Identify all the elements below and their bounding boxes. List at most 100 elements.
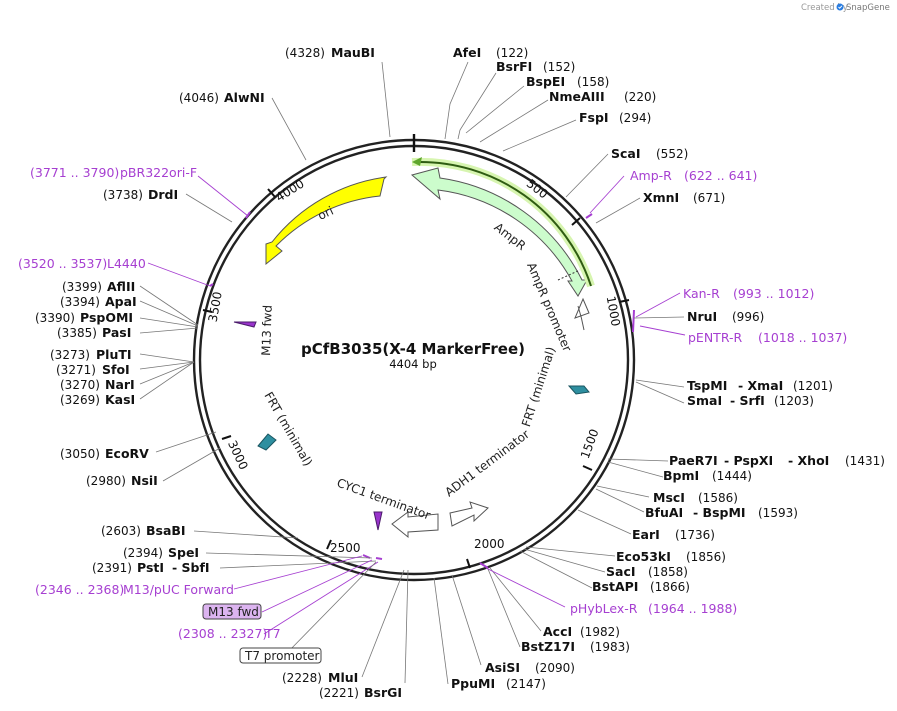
bspmi-name[interactable]: - BspMI [693, 505, 746, 520]
primer-leaders [147, 175, 686, 635]
primer-t7-name[interactable]: T7 [264, 626, 281, 641]
drdi-pos: (3738) [103, 188, 143, 202]
nrui-name[interactable]: NruI [687, 309, 717, 324]
nsii-pos: (2980) [86, 474, 126, 488]
pasi-pos: (3385) [57, 326, 97, 340]
bfuai-name[interactable]: BfuAI [645, 505, 683, 520]
primer-kanr-range: (993 .. 1012) [733, 286, 814, 301]
primer-arrowhead-icon [412, 157, 422, 166]
primer-pbr322-name[interactable]: pBR322ori-F [120, 165, 197, 180]
nari-name[interactable]: NarI [105, 377, 135, 392]
primer-m13puc-range: (2346 .. 2368) [35, 582, 124, 597]
nmeaiii-name[interactable]: NmeAIII [549, 89, 605, 104]
fspi-name[interactable]: FspI [579, 110, 609, 125]
primer-pentr-name[interactable]: pENTR-R [688, 330, 743, 345]
primer-ampr-name[interactable]: Amp-R [630, 168, 672, 183]
bstapi-name[interactable]: BstAPI [592, 579, 638, 594]
acci-name[interactable]: AccI [543, 624, 572, 639]
m13-left-feature[interactable] [233, 321, 257, 328]
ori-feature[interactable] [265, 176, 388, 266]
frt-right-feature[interactable] [567, 385, 590, 395]
afei-name[interactable]: AfeI [453, 45, 481, 60]
apai-pos: (3394) [60, 295, 100, 309]
bsabi-name[interactable]: BsaBI [146, 523, 186, 538]
paer7i-name[interactable]: PaeR7I [669, 453, 718, 468]
asisi-name[interactable]: AsiSI [485, 660, 520, 675]
nsii-name[interactable]: NsiI [131, 473, 158, 488]
ecorv-name[interactable]: EcoRV [105, 446, 149, 461]
maubi-pos: (4328) [285, 46, 325, 60]
apai-name[interactable]: ApaI [105, 294, 137, 309]
primer-kanr-name[interactable]: Kan-R [683, 286, 720, 301]
alwni-name[interactable]: AlwNI [224, 90, 265, 105]
enzyme-leaders [139, 61, 685, 685]
nari-pos: (3270) [60, 378, 100, 392]
spei-name[interactable]: SpeI [168, 545, 199, 560]
nrui-pos: (996) [732, 310, 764, 324]
ampr-feature[interactable] [410, 167, 588, 297]
xhoi-name[interactable]: - XhoI [788, 453, 829, 468]
t7-promoter-box-label: T7 promoter [244, 649, 320, 663]
ppumi-name[interactable]: PpuMI [451, 676, 495, 691]
pspxi-name[interactable]: - PspXI [724, 453, 773, 468]
drdi-name[interactable]: DrdI [148, 187, 178, 202]
tick-2500: 2500 [330, 541, 361, 555]
scai-name[interactable]: ScaI [611, 146, 641, 161]
maubi-name[interactable]: MauBI [331, 45, 375, 60]
eari-name[interactable]: EarI [632, 527, 660, 542]
pasi-name[interactable]: PasI [102, 325, 131, 340]
primer-l4440-range: (3520 .. 3537) [18, 256, 107, 271]
frt-left-feature[interactable] [257, 433, 277, 451]
sfoi-name[interactable]: SfoI [102, 362, 130, 377]
primer-phyblex-name[interactable]: pHybLex-R [570, 601, 638, 616]
primer-ampr-range: (622 .. 641) [684, 168, 757, 183]
xmni-name[interactable]: XmnI [643, 190, 679, 205]
tspmi-name[interactable]: TspMI [687, 378, 727, 393]
psti-name[interactable]: PstI [137, 560, 164, 575]
cyc1-feature[interactable] [391, 511, 439, 539]
bsrfi-pos: (152) [543, 60, 575, 74]
srfi-name[interactable]: - SrfI [730, 393, 765, 408]
bsrfi-name[interactable]: BsrFI [496, 59, 532, 74]
aflii-name[interactable]: AflII [107, 279, 135, 294]
ampr-promoter-feature[interactable] [574, 297, 590, 331]
bstz17i-name[interactable]: BstZ17I [521, 639, 575, 654]
bsrgi-name[interactable]: BsrGI [364, 685, 402, 700]
t7-promoter-box[interactable] [239, 647, 322, 664]
bpmi-name[interactable]: BpmI [663, 468, 699, 483]
kasi-name[interactable]: KasI [105, 392, 135, 407]
box-leaders [284, 561, 377, 656]
ecorv-pos: (3050) [60, 447, 100, 461]
cyc1-label: CYC1 terminator [335, 476, 432, 523]
asisi-pos: (2090) [535, 661, 575, 675]
msci-name[interactable]: MscI [653, 490, 685, 505]
m13-fwd-box-label: M13 fwd [208, 605, 259, 619]
xmni-pos: (671) [693, 191, 725, 205]
primer-l4440-name[interactable]: L4440 [107, 256, 146, 271]
smai-pos: (1203) [774, 394, 814, 408]
tick-1000: 1000 [604, 295, 623, 328]
saci-name[interactable]: SacI [606, 564, 636, 579]
tspmi-pos: (1201) [793, 379, 833, 393]
eco53ki-name[interactable]: Eco53kI [616, 549, 671, 564]
pspomi-name[interactable]: PspOMI [80, 310, 133, 325]
m13-fwd-box[interactable] [202, 603, 262, 620]
mlui-name[interactable]: MluI [328, 670, 358, 685]
afei-pos: (122) [496, 46, 528, 60]
primer-site-marks [209, 211, 635, 569]
xmai-name[interactable]: - XmaI [738, 378, 783, 393]
tick-1500: 1500 [578, 427, 602, 460]
smai-name[interactable]: SmaI [687, 393, 722, 408]
bspei-name[interactable]: BspEI [526, 74, 565, 89]
bsrgi-pos: (2221) [319, 686, 359, 700]
primer-m13puc-name[interactable]: M13/pUC Forward [123, 582, 234, 597]
eari-pos: (1736) [675, 528, 715, 542]
pluti-name[interactable]: PluTI [96, 347, 132, 362]
adh1-feature[interactable] [449, 501, 489, 527]
plasmid-name: pCfB3035(X-4 MarkerFree) [301, 340, 525, 358]
bstapi-pos: (1866) [650, 580, 690, 594]
sbfi-name[interactable]: - SbfI [172, 560, 210, 575]
primer-pbr322-range: (3771 .. 3790) [30, 165, 119, 180]
m13-bottom-feature[interactable] [373, 511, 383, 531]
